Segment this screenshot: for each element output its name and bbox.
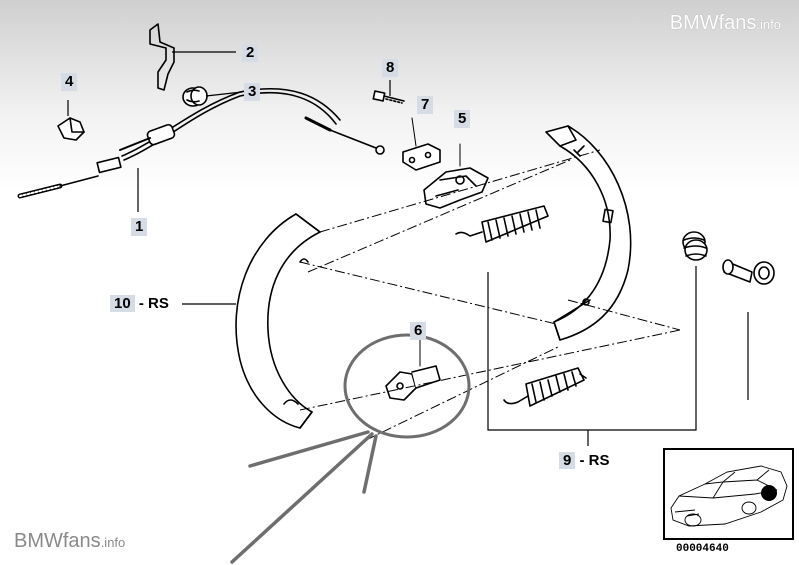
callout-9-group: 9 - RS bbox=[559, 452, 610, 470]
callout-6: 6 bbox=[410, 322, 427, 340]
callout-3: 3 bbox=[244, 83, 261, 101]
bracket bbox=[402, 117, 441, 171]
highlight-circle bbox=[343, 333, 471, 439]
callout-4: 4 bbox=[61, 73, 78, 91]
callout-2: 2 bbox=[242, 44, 259, 62]
hold-down-spring bbox=[682, 231, 708, 261]
handbrake-cable bbox=[17, 88, 385, 199]
callout-10-group: 10 - RS bbox=[110, 295, 169, 313]
adjuster bbox=[385, 327, 441, 401]
leader-9 bbox=[487, 266, 697, 446]
expanding-lock bbox=[423, 143, 489, 209]
drawing-code: 00004640 bbox=[676, 543, 729, 555]
callout-8: 8 bbox=[382, 59, 399, 77]
callout-1: 1 bbox=[131, 218, 148, 236]
suffix-9-rs: - RS bbox=[575, 452, 610, 469]
retaining-clip bbox=[57, 117, 85, 141]
suffix-10-rs: - RS bbox=[134, 295, 169, 312]
leader-3 bbox=[205, 91, 243, 97]
watermark-top: BMWfans.info bbox=[669, 12, 781, 34]
pointer-arrows bbox=[230, 430, 378, 564]
left-brake-shoe bbox=[235, 213, 321, 429]
grommet bbox=[182, 86, 208, 107]
callout-7: 7 bbox=[417, 96, 434, 114]
car-outline-icon bbox=[670, 465, 788, 527]
spring-clip bbox=[149, 23, 175, 91]
callout-10: 10 bbox=[110, 295, 135, 312]
watermark-bottom: BMWfans.info bbox=[14, 530, 126, 552]
upper-return-spring bbox=[455, 205, 549, 243]
vehicle-location-inset bbox=[663, 448, 794, 540]
right-brake-shoe bbox=[545, 125, 632, 341]
bolt bbox=[372, 90, 405, 104]
lower-return-spring bbox=[503, 367, 587, 407]
rear-wheel-marker bbox=[761, 485, 777, 501]
hold-down-pin bbox=[722, 259, 775, 285]
callout-5: 5 bbox=[454, 110, 471, 128]
callout-9: 9 bbox=[559, 452, 576, 469]
